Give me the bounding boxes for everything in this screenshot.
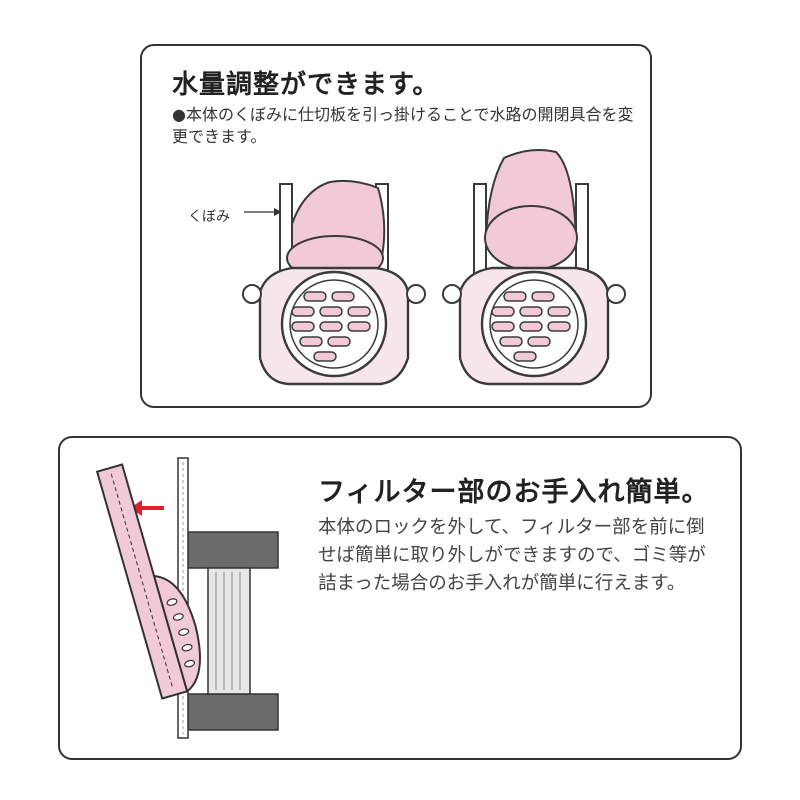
- filter-grate-left-inner: [289, 279, 379, 369]
- basket-hole: [178, 628, 190, 636]
- basket-hole: [181, 643, 193, 652]
- grate-slot: [519, 321, 543, 332]
- grate-slot: [503, 291, 527, 302]
- grate-slot: [347, 321, 371, 332]
- device-left-knob-left: [242, 284, 262, 304]
- grate-slot: [347, 306, 371, 317]
- water-adjust-description: ●本体のくぼみに仕切板を引っ掛けることで水路の開閉具合を変更できます。: [172, 105, 634, 146]
- device-illustration-left: [242, 149, 626, 386]
- grate-slot: [319, 306, 343, 317]
- partition-plate-right-bottom: [484, 205, 578, 271]
- filter-removal-illustration: [95, 457, 279, 739]
- grate-slot: [291, 306, 315, 317]
- grate-slot: [331, 291, 355, 302]
- grate-slot: [491, 321, 515, 332]
- grate-slot: [303, 291, 327, 302]
- grate-slot: [499, 336, 523, 347]
- grate-slot: [313, 351, 337, 362]
- filter-plate-detail: [110, 473, 174, 690]
- grate-slot: [291, 321, 315, 332]
- filter-grate-right-inner: [489, 279, 579, 369]
- wall-upper: [187, 531, 279, 569]
- basket-hole: [172, 613, 184, 621]
- kubomi-callout-label: くぼみ: [188, 209, 230, 225]
- grate-slot: [547, 306, 571, 317]
- filter-care-panel: フィルター部のお手入れ簡単。 本体のロックを外して、フィルター部を前に倒せば簡単…: [58, 436, 742, 760]
- device-left-knob-right: [406, 284, 426, 304]
- grate-slot: [299, 336, 323, 347]
- water-adjust-panel: 水量調整ができます。 ●本体のくぼみに仕切板を引っ掛けることで水路の開閉具合を変…: [140, 44, 652, 408]
- grate-slot: [547, 321, 571, 332]
- filter-care-title: フィルター部のお手入れ簡単。: [318, 477, 710, 508]
- grate-slot: [319, 321, 343, 332]
- wall-lower: [187, 693, 279, 731]
- grate-slot: [327, 336, 351, 347]
- basket-hole: [166, 598, 178, 606]
- remove-direction-arrowhead: [130, 500, 142, 516]
- grate-slot: [531, 291, 555, 302]
- filter-care-description: 本体のロックを外して、フィルター部を前に倒せば簡単に取り外しができますので、ゴミ…: [318, 517, 706, 594]
- filter-plate: [95, 463, 189, 700]
- device-right-knob-right: [606, 284, 626, 304]
- kubomi-callout-arrowhead: [274, 208, 282, 216]
- grate-slot: [491, 306, 515, 317]
- pipe-insert: [207, 567, 251, 695]
- grate-slot: [513, 351, 537, 362]
- grate-slot: [519, 306, 543, 317]
- device-right-knob-left: [442, 284, 462, 304]
- grate-slot: [527, 336, 551, 347]
- basket-hole: [184, 659, 196, 668]
- water-adjust-title: 水量調整ができます。: [172, 70, 440, 100]
